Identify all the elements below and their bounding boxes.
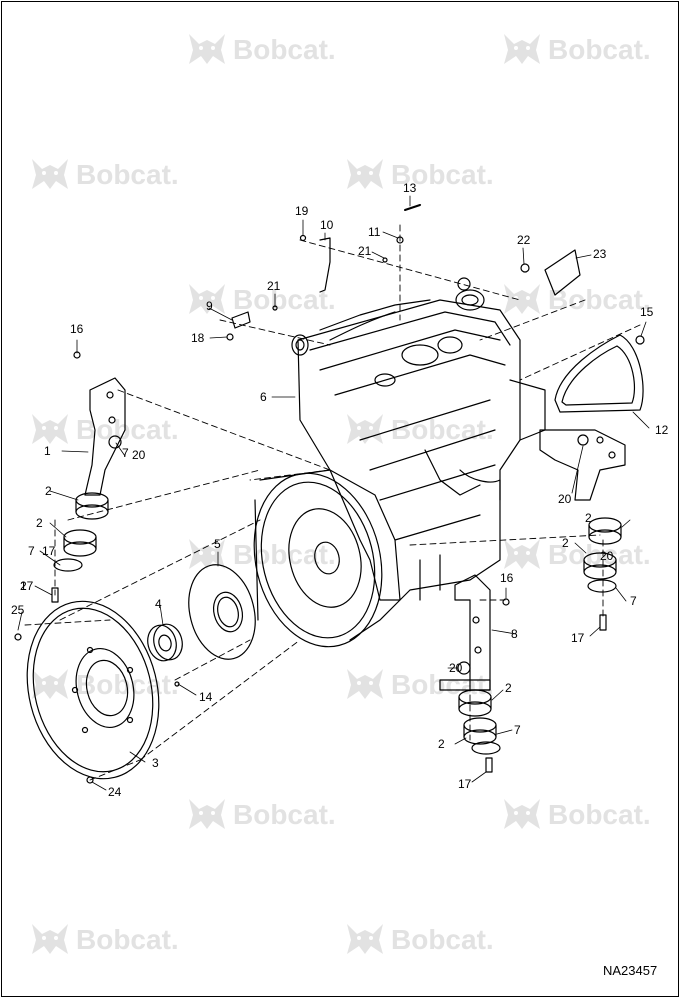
callout-number: 2 [36,516,43,530]
callout-number: 20 [132,448,146,462]
callout-number: 20 [600,549,614,563]
callout-number: 20 [558,492,572,506]
callout-number: 21 [358,244,372,258]
bobcat-logo-icon [504,799,540,829]
callout-number: 17 [42,544,56,558]
small-parts [14,204,645,784]
watermark-brand-text: Bobcat. [233,539,336,570]
callout-number: 3 [152,756,159,770]
callout-number: 12 [655,423,669,437]
watermark-brand-text: Bobcat. [548,799,651,830]
bobcat-logo-icon [32,669,68,699]
callout-number: 9 [206,299,213,313]
callout-number: 25 [11,603,25,617]
isolator-rear [458,689,501,773]
watermark-brand-text: Bobcat. [233,34,336,65]
callout-number: 2 [585,511,592,525]
bobcat-logo-icon [347,924,383,954]
bobcat-logo-icon [504,34,540,64]
bobcat-logo-icon [347,159,383,189]
watermark-brand-text: Bobcat. [76,159,179,190]
isolator-front-left [51,492,109,603]
watermark-brand-text: Bobcat. [391,669,494,700]
callout-number: 4 [155,597,162,611]
callout-number: 2 [562,536,569,550]
callout-number: 7 [514,723,521,737]
callout-number: 6 [260,390,267,404]
bobcat-logo-icon [189,34,225,64]
watermark-brand-text: Bobcat. [548,284,651,315]
fan-belt [554,334,644,413]
watermark-brand-text: Bobcat. [76,924,179,955]
callout-number: 21 [267,279,281,293]
callout-number: 11 [368,225,381,239]
bobcat-logo-icon [347,414,383,444]
callout-number: 5 [214,537,221,551]
callout-number: 14 [199,690,213,704]
callout-number: 2 [45,484,52,498]
callout-number: 13 [403,181,417,195]
watermark-brand-text: Bobcat. [548,34,651,65]
watermark-brand-text: Bobcat. [391,924,494,955]
callout-number: 2 [20,579,27,593]
watermark-brand-text: Bobcat. [391,414,494,445]
flywheel-housing [253,469,401,648]
callout-number: 7 [122,446,129,460]
isolator-right [583,517,622,631]
watermark-brand-text: Bobcat. [391,159,494,190]
callout-number: 23 [593,247,607,261]
callout-number: 16 [70,322,84,336]
bobcat-logo-icon [504,539,540,569]
callout-number: 19 [295,204,309,218]
side-mount-bracket [539,429,626,501]
callout-number: 2 [505,681,512,695]
watermark-brand-text: Bobcat. [233,284,336,315]
callout-number: 20 [449,661,463,675]
flywheel [26,600,160,780]
callout-number: 15 [640,305,654,319]
assembly-dashed-lines [24,224,641,781]
callout-number: 24 [108,785,122,799]
callout-number: 17 [571,631,585,645]
bobcat-logo-icon [189,799,225,829]
callout-number: 22 [517,233,531,247]
bobcat-logo-icon [189,284,225,314]
engine-block [291,277,546,601]
callout-number: 7 [28,544,35,558]
bobcat-logo-icon [347,669,383,699]
bobcat-logo-icon [189,539,225,569]
callout-number: 17 [20,579,34,593]
leader-lines [17,195,650,791]
bobcat-logo-icon [32,159,68,189]
callout-number: 10 [320,218,334,232]
callout-number: 17 [458,777,472,791]
callout-number: 2 [438,737,445,751]
watermark-brand-text: Bobcat. [233,799,336,830]
callout-number: 7 [630,594,637,608]
coupler-gear [147,623,183,662]
rear-mount-bracket [439,574,491,691]
front-mount-bracket [84,377,126,496]
callout-number: 16 [500,571,514,585]
watermark-brand-text: Bobcat. [76,414,179,445]
bobcat-logo-icon [32,414,68,444]
callout-number: 18 [191,331,205,345]
drawing-code: NA23457 [603,963,658,978]
bobcat-logo-icon [32,924,68,954]
callout-number: 8 [511,627,518,641]
callout-number: 1 [44,444,51,458]
drive-plate [188,564,256,660]
